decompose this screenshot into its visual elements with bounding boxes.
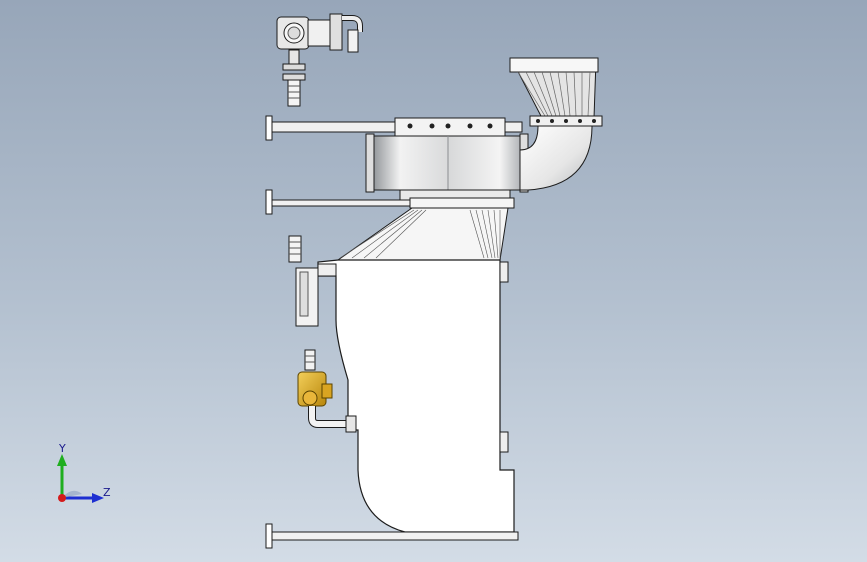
top-sensor-assembly[interactable] <box>276 13 363 107</box>
axis-triad <box>57 454 104 503</box>
side-hose-barb <box>288 235 302 263</box>
brass-valve-port <box>321 383 333 399</box>
blower-impeller-drum <box>371 135 529 191</box>
upper-bracket-foot <box>265 115 273 141</box>
middle-bracket-bar <box>271 199 413 207</box>
tank-side-lug-lower <box>499 431 509 453</box>
sensor-hose-barb <box>287 79 301 107</box>
inlet-mouth <box>509 57 599 73</box>
sensor-flange <box>329 13 343 51</box>
plate-bolt <box>407 123 413 129</box>
plate-bolt <box>487 123 493 129</box>
x-axis-dot <box>58 494 66 502</box>
sensor-stem <box>288 49 300 65</box>
inlet-duct[interactable] <box>509 57 603 191</box>
brass-valve-handle[interactable] <box>302 390 318 406</box>
lower-bracket-foot <box>265 523 273 549</box>
plate-bolt <box>445 123 451 129</box>
plate-bolt <box>467 123 473 129</box>
tank-side-lug-upper <box>499 261 509 283</box>
sensor-core <box>287 26 301 40</box>
tank-shell <box>317 259 515 533</box>
sensor-flange-lower <box>282 73 306 81</box>
blower-assembly[interactable] <box>365 117 529 203</box>
y-axis-label: Y <box>59 442 66 455</box>
lower-bracket[interactable] <box>265 523 519 549</box>
sensor-body <box>307 19 331 47</box>
drain-valve-assembly[interactable] <box>297 349 357 433</box>
transition-hood[interactable] <box>336 207 509 261</box>
sensor-flange-upper <box>282 63 306 71</box>
drain-pipe <box>309 406 354 427</box>
funnel-cone-lines <box>517 71 591 117</box>
drain-pipe-flange <box>345 415 357 433</box>
transition-flange <box>409 197 515 209</box>
drum-rim-left <box>365 133 375 193</box>
lower-bracket-bar <box>271 531 519 541</box>
hood-cone-lines <box>339 209 501 259</box>
side-inlet-nozzle <box>317 263 337 277</box>
valve-hose-barb <box>304 349 316 371</box>
z-axis-label: Z <box>103 486 111 499</box>
main-tank[interactable] <box>317 259 515 533</box>
side-inlet-fitting[interactable] <box>288 235 337 327</box>
sensor-elbow-fill <box>342 16 362 32</box>
elbow-duct <box>519 125 593 191</box>
sensor-outlet-fitting <box>347 29 359 53</box>
middle-bracket-foot <box>265 189 273 215</box>
plate-bolt <box>429 123 435 129</box>
